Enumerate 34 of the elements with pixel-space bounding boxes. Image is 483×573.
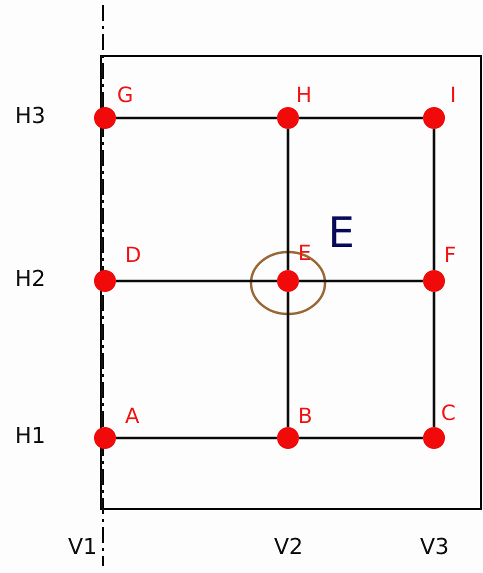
connector-line — [116, 280, 277, 282]
point-marker — [277, 427, 299, 449]
connector-line — [432, 292, 436, 427]
point-label: D — [125, 245, 142, 266]
point-marker — [94, 270, 116, 292]
point-label: C — [441, 403, 456, 424]
axis-label: H2 — [15, 269, 46, 291]
point-label: F — [444, 245, 456, 266]
connector-line — [116, 116, 277, 120]
axis-label: H1 — [15, 426, 46, 448]
axis-label: H3 — [15, 106, 46, 128]
point-marker — [277, 107, 299, 129]
connector-line — [286, 292, 290, 427]
point-label: G — [117, 85, 134, 106]
connector-line — [299, 116, 423, 120]
connector-line — [432, 129, 436, 270]
point-marker — [94, 427, 116, 449]
connector-line — [116, 436, 277, 440]
connector-line — [299, 280, 423, 282]
point-label: B — [298, 406, 312, 427]
point-marker — [423, 270, 445, 292]
point-marker — [94, 107, 116, 129]
point-label: H — [296, 85, 312, 106]
axis-label: V1 — [68, 537, 98, 559]
point-marker — [277, 270, 299, 292]
point-label: A — [125, 406, 140, 427]
axis-label: V2 — [274, 537, 304, 559]
region-label: E — [328, 212, 355, 254]
axis-label: V3 — [420, 537, 450, 559]
connector-line — [299, 436, 423, 440]
point-label: I — [450, 85, 456, 106]
point-marker — [423, 107, 445, 129]
point-marker — [423, 427, 445, 449]
connector-line — [286, 129, 290, 270]
